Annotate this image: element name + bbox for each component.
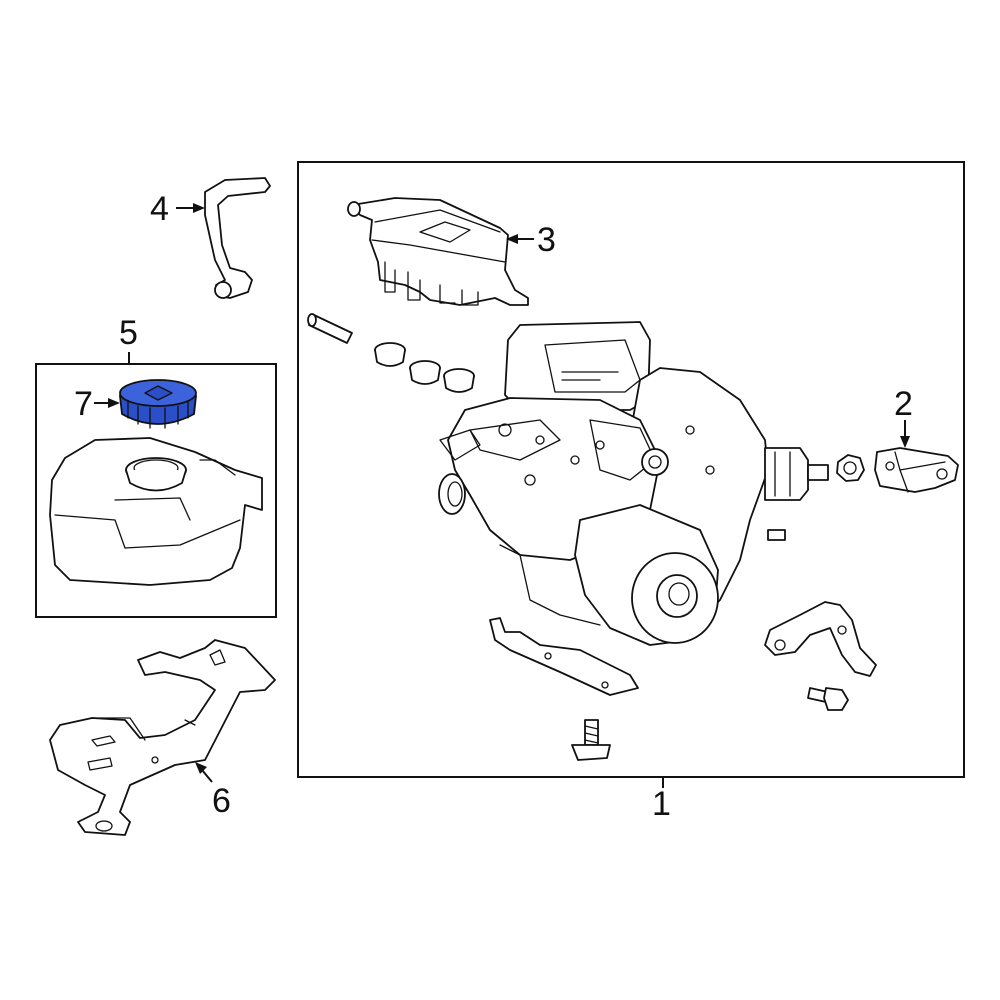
brake-booster-unit[interactable]	[438, 321, 829, 646]
callout-3-label[interactable]: 3	[537, 221, 556, 259]
callout-6-label[interactable]: 6	[212, 782, 231, 820]
nut-part[interactable]	[836, 454, 865, 482]
bolt-lower-center[interactable]	[571, 719, 611, 761]
reservoir-tank-part[interactable]	[49, 437, 263, 586]
callout-5-label[interactable]: 5	[119, 314, 138, 352]
lower-bracket-right[interactable]	[764, 601, 877, 677]
reservoir-bracket-part[interactable]	[49, 639, 276, 836]
mount-bracket-part[interactable]	[874, 447, 959, 493]
callout-4-label[interactable]: 4	[150, 190, 169, 228]
callout-2-label[interactable]: 2	[894, 385, 913, 423]
lower-bracket-left[interactable]	[489, 617, 639, 696]
callout-6-leader	[201, 769, 213, 783]
callout-7-label[interactable]: 7	[74, 385, 93, 423]
assembly-frame	[297, 161, 965, 778]
pin-part[interactable]	[307, 313, 353, 344]
callout-1-label[interactable]: 1	[652, 785, 671, 823]
reservoir-cap-part[interactable]	[118, 379, 198, 429]
bolt-lower-right[interactable]	[807, 687, 849, 711]
seal-ring-parts[interactable]	[374, 342, 475, 393]
reservoir-frame	[35, 363, 277, 618]
reservoir-hose-part[interactable]	[204, 177, 271, 299]
ecu-cover-part[interactable]	[347, 197, 529, 306]
